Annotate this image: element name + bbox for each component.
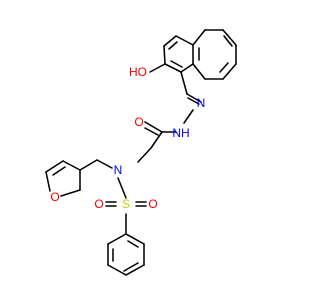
bond <box>222 29 237 46</box>
bond <box>127 240 139 248</box>
bond <box>223 35 233 47</box>
bond <box>117 177 127 199</box>
bond <box>60 189 81 197</box>
atom-labels: HO N NH O N O S O O <box>50 65 205 211</box>
bond <box>107 233 127 245</box>
bond <box>45 171 51 192</box>
bond <box>125 264 145 276</box>
bond <box>192 63 206 80</box>
sulfonyl-o-right-label: O <box>148 197 157 211</box>
bond <box>222 63 237 80</box>
bond <box>168 41 178 50</box>
molecule-canvas: HO N NH O N O S O O <box>45 29 237 276</box>
bond <box>164 63 182 73</box>
bond <box>163 45 166 65</box>
bond <box>175 35 194 46</box>
bond <box>62 160 81 171</box>
bond <box>180 63 194 73</box>
bond <box>219 62 229 73</box>
hydrazone-n-label: N <box>197 96 206 110</box>
bond-lines <box>45 29 237 276</box>
bond <box>163 35 177 47</box>
bond <box>187 97 200 105</box>
bond <box>150 131 163 149</box>
amine-n-label: N <box>114 163 123 177</box>
bond <box>125 233 145 245</box>
bond <box>170 60 183 68</box>
sulfonyl-o-left-label: O <box>94 197 103 211</box>
bond <box>180 71 188 95</box>
bond <box>79 159 98 171</box>
bond <box>137 147 152 163</box>
furan-o-label: O <box>50 190 59 204</box>
molecule-structure: HO N NH O N O S O O <box>45 29 237 276</box>
bond <box>45 160 64 173</box>
bond <box>123 262 139 272</box>
bond <box>149 63 166 73</box>
bond <box>96 159 113 169</box>
bond <box>144 127 159 136</box>
hydrazide-nh-label: NH <box>172 126 189 140</box>
bond <box>52 166 66 176</box>
bond <box>186 93 202 103</box>
bond <box>107 264 127 276</box>
carbonyl-o-label: O <box>134 115 143 129</box>
hydroxyl-label: HO <box>129 65 147 79</box>
bond <box>183 109 194 124</box>
bond <box>144 121 163 133</box>
bond <box>192 29 206 46</box>
sulfonyl-s-label: S <box>122 197 130 211</box>
